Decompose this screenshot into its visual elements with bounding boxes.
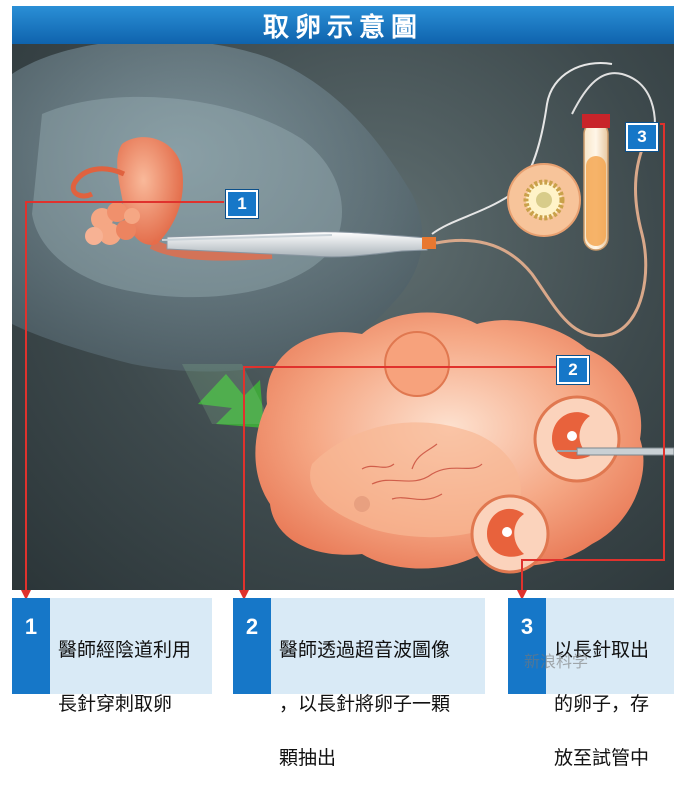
fallopian-tube [70, 166, 126, 199]
tube-cord [571, 72, 656, 150]
egg-inset [507, 163, 581, 237]
watermark-text: 新浪科学 [524, 652, 589, 671]
diagram-title: 取卵示意圖 [262, 12, 423, 43]
leader-line-2 [243, 366, 556, 590]
step-3-caption: 3 以長針取出 的卵子，存 放至試管中 [508, 598, 674, 769]
follicle-lower [470, 494, 550, 574]
step-2-number: 2 [233, 598, 271, 694]
diagram-root: 取卵示意圖 [12, 6, 674, 769]
leader-lines [25, 123, 665, 590]
step-2-text: 醫師透過超音波圖像 ，以長針將卵子一顆 顆抽出 [271, 598, 456, 769]
aspiration-tube [435, 143, 648, 338]
zoom-arrow-glow [182, 364, 272, 424]
magnified-ovary [255, 312, 644, 574]
illustration-svg [12, 44, 674, 590]
badge-1: 1 [226, 190, 258, 218]
step-3-line-2: 的卵子，存 [554, 693, 650, 715]
step-3-number: 3 [508, 598, 546, 694]
step-2-line-2: ，以長針將卵子一顆 [279, 693, 451, 715]
illustration-panel: 1 2 3 [12, 44, 674, 590]
step-3-line-3: 放至試管中 [554, 747, 650, 769]
step-1-caption: 1 醫師經陰道利用 長針穿刺取卵 [12, 598, 212, 715]
badge-2: 2 [557, 356, 589, 384]
leader-line-3 [521, 123, 665, 590]
body-silhouette [12, 44, 423, 372]
left-ovary-follicles [85, 202, 140, 245]
follicle-being-aspirated [533, 395, 621, 483]
badge-3: 3 [626, 123, 658, 151]
step-3-text: 以長針取出 的卵子，存 放至試管中 [546, 598, 655, 769]
title-banner: 取卵示意圖 [12, 6, 674, 44]
collection-test-tube [582, 114, 610, 251]
step-2-caption: 2 醫師透過超音波圖像 ，以長針將卵子一顆 顆抽出 [233, 598, 485, 769]
step-1-line-2: 長針穿刺取卵 [58, 693, 173, 715]
step-2-line-3: 顆抽出 [279, 747, 337, 769]
step-2-line-1: 醫師透過超音波圖像 [279, 639, 451, 661]
leader-arrowheads [21, 590, 527, 600]
zoom-arrow [198, 374, 264, 428]
step-1-number: 1 [12, 598, 50, 694]
ovary-blood-vessels [361, 443, 483, 501]
ultrasound-probe [161, 231, 436, 258]
aspiration-needle [557, 447, 674, 456]
step-3-line-1: 以長針取出 [554, 639, 650, 661]
leader-line-1 [25, 201, 224, 590]
vaginal-canal [149, 239, 273, 261]
step-1-line-1: 醫師經陰道利用 [58, 639, 192, 661]
step-1-text: 醫師經陰道利用 長針穿刺取卵 [50, 598, 197, 715]
suction-line [431, 62, 613, 235]
